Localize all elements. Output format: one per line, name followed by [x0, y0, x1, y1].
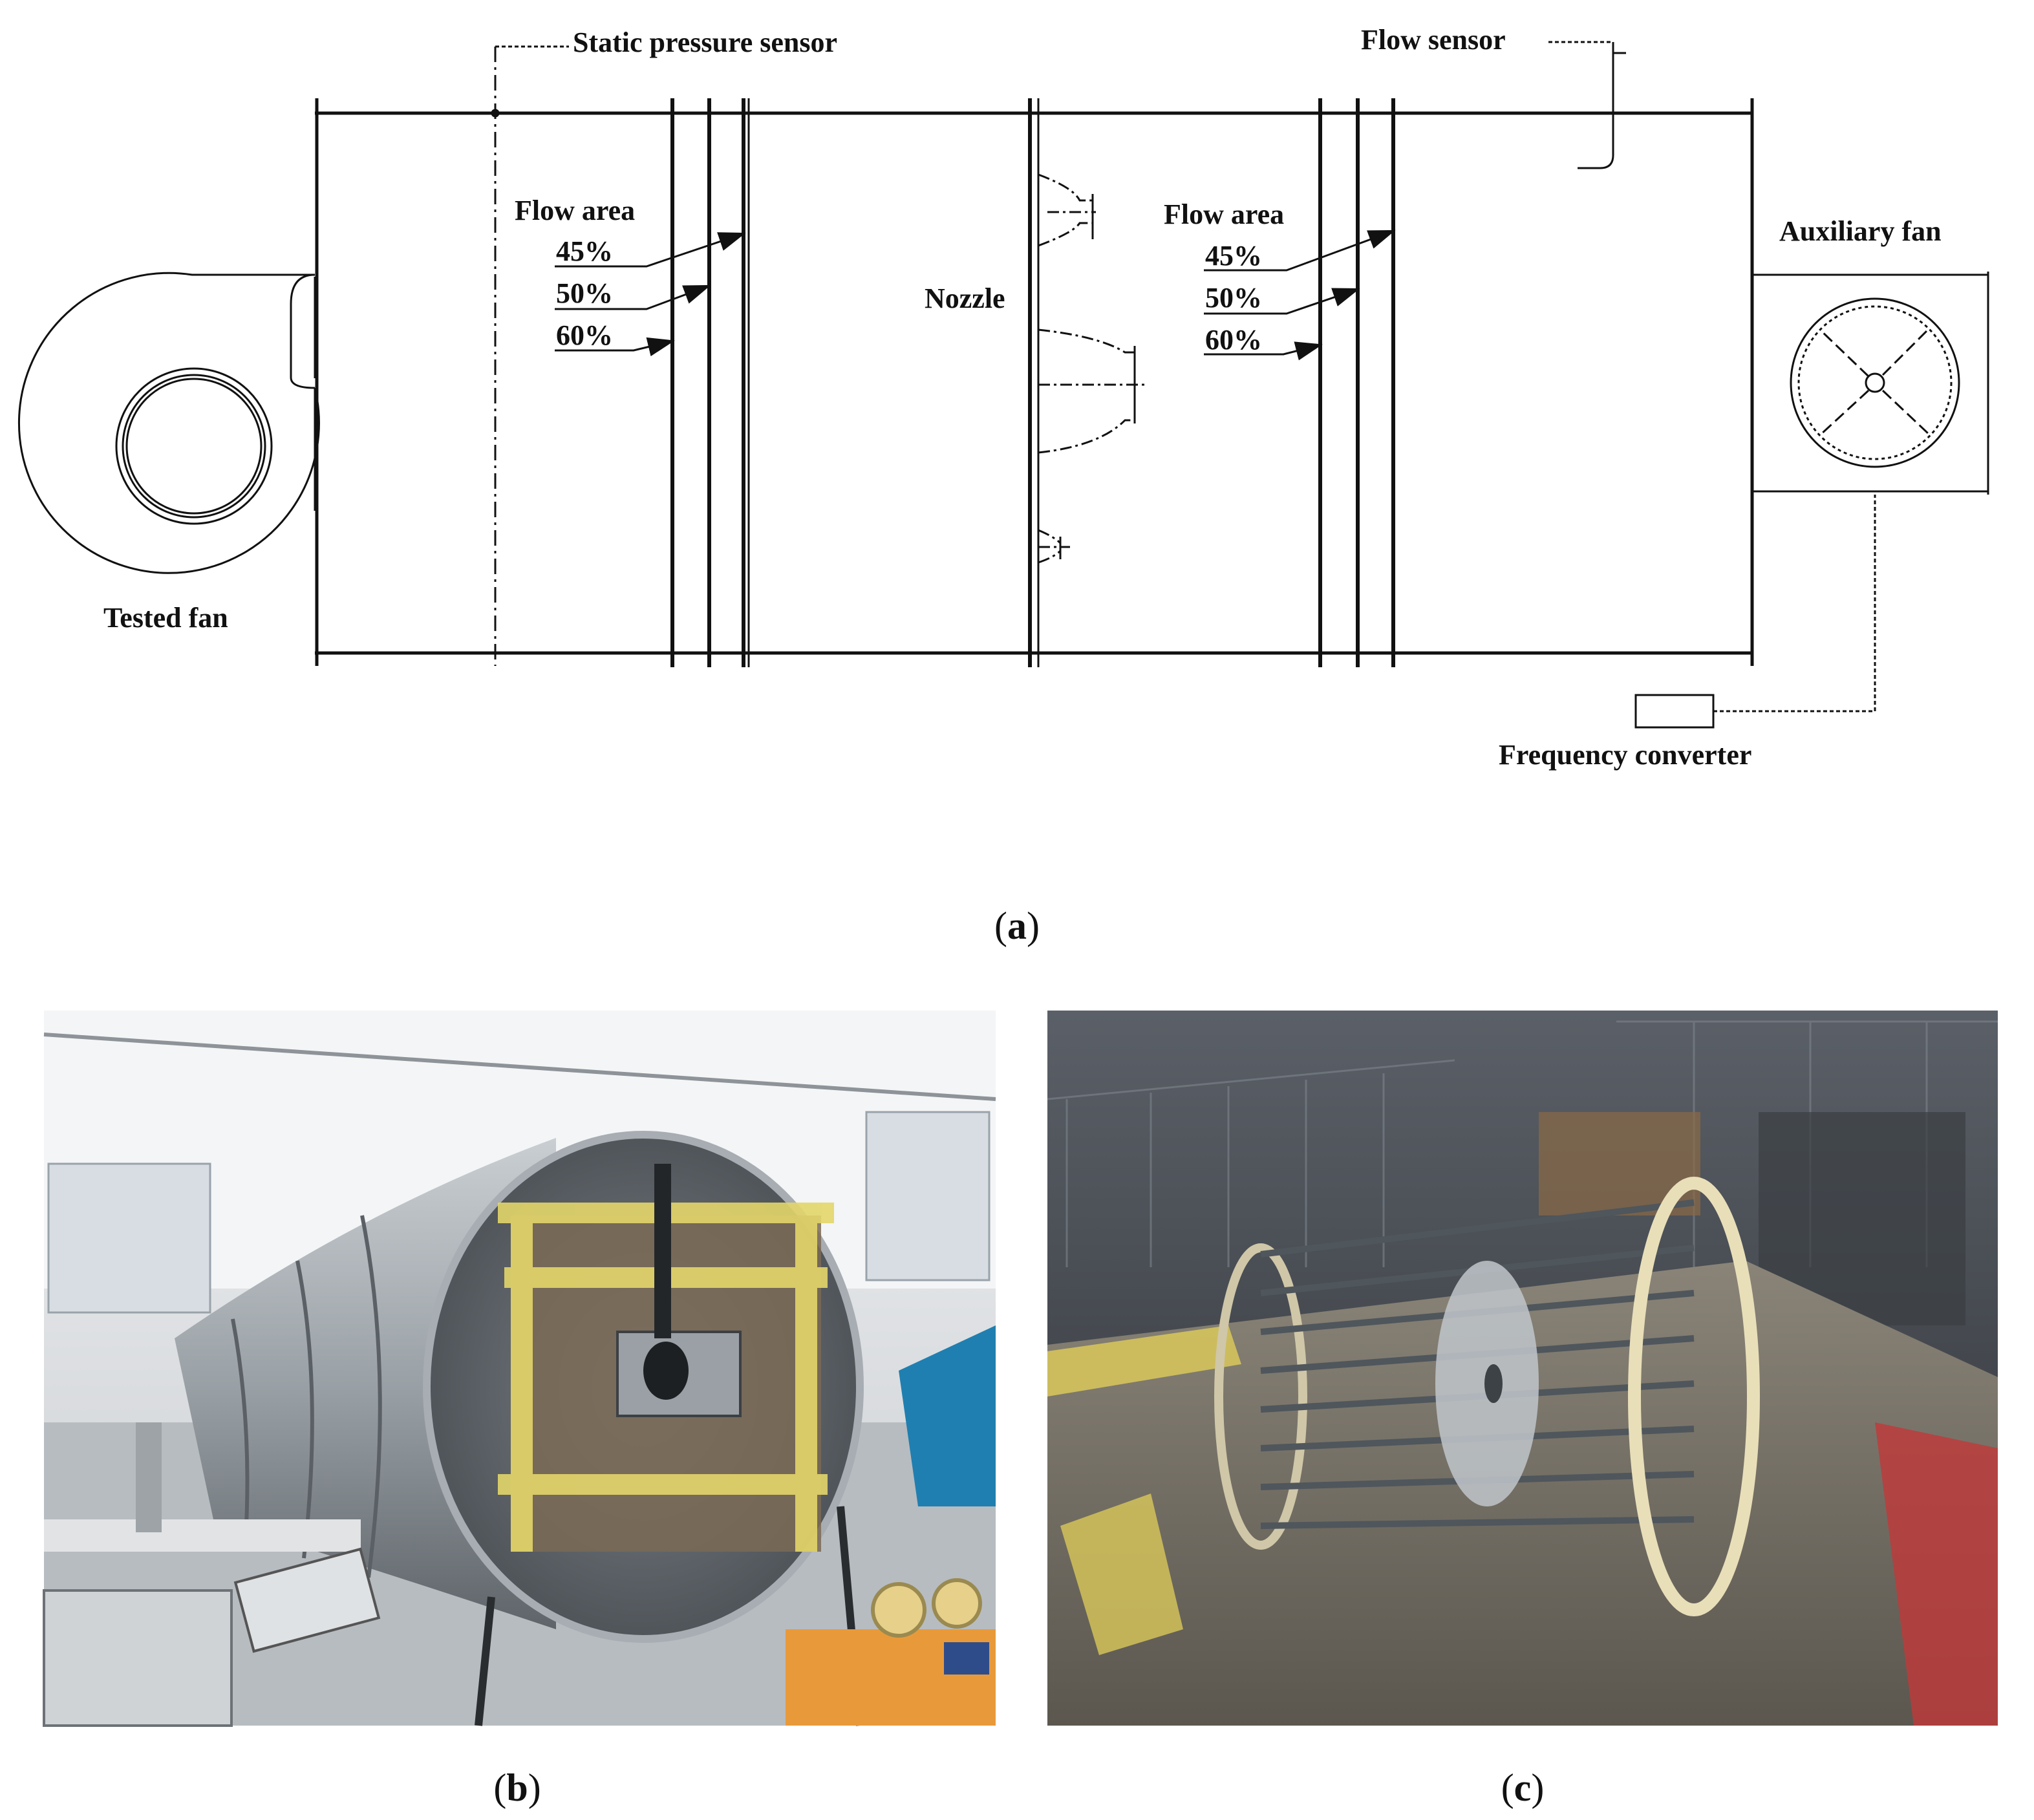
auxiliary-fan-box	[1752, 272, 1989, 495]
flow-area-right-50: 50%	[1205, 282, 1262, 314]
flow-area-right-label: Flow area	[1164, 198, 1284, 230]
tested-fan-volute	[17, 272, 320, 574]
flow-area-left-label: Flow area	[515, 195, 635, 226]
frequency-converter-box	[1634, 694, 1715, 729]
left-flow-area-arrows	[555, 232, 746, 357]
impeller-back-ring	[1214, 1243, 1307, 1550]
flow-area-left-50: 50%	[556, 277, 613, 309]
static-pressure-tap	[491, 109, 500, 118]
caption-b: (b)	[493, 1766, 541, 1809]
tested-fan-label: Tested fan	[103, 602, 228, 634]
panel-b-test-rig-photo	[43, 1011, 996, 1727]
impeller-front-ring	[1628, 1177, 1760, 1616]
static-pressure-sensor-label: Static pressure sensor	[573, 27, 837, 58]
nozzle-plate	[1028, 98, 1040, 667]
flow-sensor-label: Flow sensor	[1361, 24, 1506, 56]
right-screen-plates	[1318, 98, 1395, 667]
nozzle-profiles	[1038, 173, 1148, 564]
flow-area-right-60: 60%	[1205, 324, 1262, 356]
frequency-converter-label: Frequency converter	[1499, 739, 1751, 771]
nozzle-endmarks	[1059, 194, 1136, 559]
flow-area-right-45: 45%	[1205, 240, 1262, 272]
panel-c-impeller-photo	[1047, 1011, 1998, 1726]
caption-c: (c)	[1501, 1766, 1545, 1809]
converter-signal-wire	[1713, 495, 1876, 712]
panel-a-schematic	[17, 41, 1989, 729]
flow-area-left-60: 60%	[556, 319, 613, 351]
flow-sensor-leader	[1548, 41, 1626, 169]
left-screen-plates	[670, 98, 750, 667]
duct-outline	[315, 98, 1754, 666]
nozzle-label: Nozzle	[925, 283, 1005, 314]
flow-area-left-45: 45%	[556, 235, 613, 267]
auxiliary-fan-label: Auxiliary fan	[1779, 215, 1942, 247]
caption-a: (a)	[994, 905, 1040, 947]
right-flow-area-arrows	[1204, 230, 1396, 361]
